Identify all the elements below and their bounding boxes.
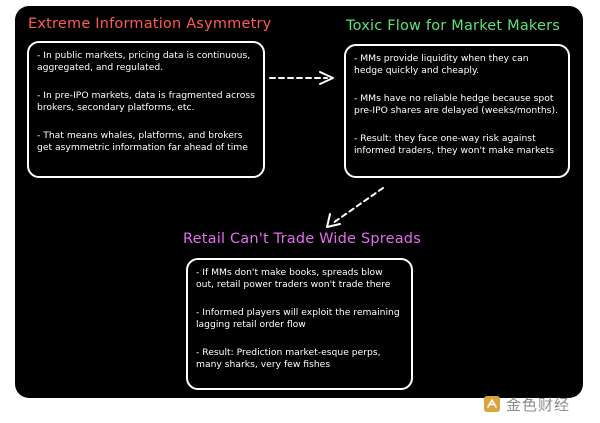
node-box-info-asymmetry: - In public markets, pricing data is con… (27, 41, 265, 178)
node-title-toxic-flow: Toxic Flow for Market Makers (346, 18, 561, 34)
edges-layer (269, 71, 384, 228)
node-bullet: - If MMs don't make books, spreads blow … (196, 267, 391, 290)
watermark: 金色财经 (483, 392, 570, 416)
node-title-info-asymmetry: Extreme Information Asymmetry (28, 16, 272, 32)
node-bullet: - In pre-IPO markets, data is fragmented… (37, 90, 255, 113)
node-bullet: - Informed players will exploit the rema… (196, 307, 400, 330)
watermark-text: 金色财经 (506, 395, 571, 414)
node-bullet: - MMs provide liquidity when they can he… (354, 53, 529, 76)
node-box-toxic-flow: - MMs provide liquidity when they can he… (344, 44, 570, 178)
node-bullet: - MMs have no reliable hedge because spo… (354, 93, 558, 116)
node-bullet: - Result: Prediction market-esque perps,… (196, 347, 381, 370)
edge-toxic-flow-to-retail-spreads (326, 187, 384, 228)
diagram-canvas: Extreme Information Asymmetry - In publi… (15, 6, 583, 398)
edge-asymmetry-to-toxic-flow (269, 71, 334, 85)
node-title-retail-spreads: Retail Can't Trade Wide Spreads (183, 231, 421, 247)
jinse-logo-icon (484, 396, 500, 412)
node-box-retail-spreads: - If MMs don't make books, spreads blow … (186, 258, 413, 390)
node-bullet: - In public markets, pricing data is con… (37, 50, 251, 73)
node-bullet: - That means whales, platforms, and brok… (37, 130, 248, 153)
node-bullet: - Result: they face one-way risk against… (354, 133, 555, 156)
